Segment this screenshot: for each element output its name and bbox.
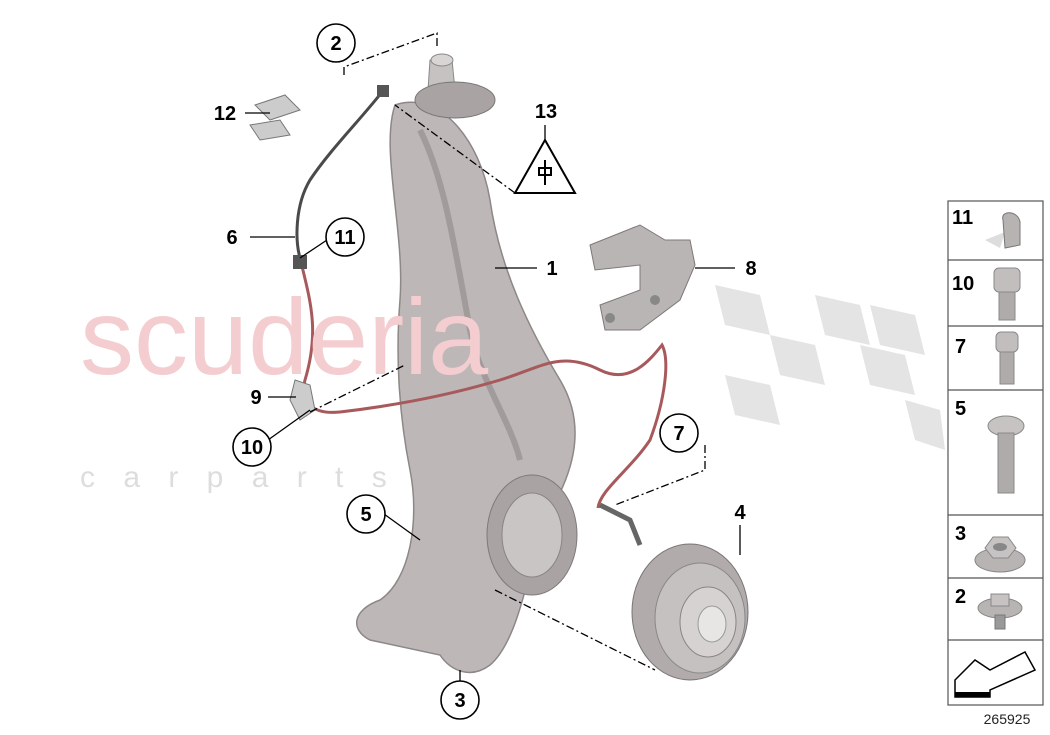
collar-bolt-icon bbox=[977, 593, 1023, 630]
callout-7[interactable]: 7 bbox=[659, 413, 699, 453]
panel-row-11[interactable]: 11 bbox=[952, 207, 1021, 249]
torx-bolt-icon bbox=[987, 415, 1025, 494]
panel-row-7[interactable]: 7 bbox=[955, 331, 1019, 385]
callout-6[interactable]: 6 bbox=[226, 227, 237, 249]
panel-row-10[interactable]: 10 bbox=[952, 267, 1021, 321]
watermark: scuderia c a r p a r t s bbox=[80, 276, 489, 494]
bracket bbox=[589, 224, 696, 331]
svg-text:11: 11 bbox=[952, 207, 973, 229]
svg-text:10: 10 bbox=[952, 273, 974, 295]
watermark-carparts: c a r p a r t s bbox=[80, 461, 397, 494]
flange-nut-icon bbox=[974, 536, 1026, 573]
socket-bolt-icon bbox=[995, 331, 1019, 385]
callout-13[interactable]: 13 bbox=[535, 101, 557, 123]
callout-10[interactable]: 10 bbox=[232, 427, 272, 467]
steering-knuckle bbox=[355, 101, 578, 674]
panel-row-3[interactable]: 3 bbox=[955, 523, 1026, 573]
warning-triangle-icon bbox=[513, 137, 577, 194]
callout-12[interactable]: 12 bbox=[214, 103, 236, 125]
clip-12 bbox=[249, 94, 301, 141]
svg-text:3: 3 bbox=[454, 690, 465, 712]
svg-text:2: 2 bbox=[330, 33, 341, 55]
callout-4[interactable]: 4 bbox=[734, 502, 746, 524]
clip-icon bbox=[985, 212, 1021, 249]
socket-bolt-icon bbox=[993, 267, 1021, 321]
parts-panel: 11 10 7 5 3 2 bbox=[947, 200, 1044, 706]
svg-text:3: 3 bbox=[955, 523, 966, 545]
wheel-hub bbox=[631, 543, 749, 681]
ball-joint bbox=[414, 53, 496, 119]
watermark-checker bbox=[715, 285, 945, 450]
abs-sensor-cable bbox=[293, 85, 668, 546]
callout-3[interactable]: 3 bbox=[440, 680, 480, 720]
callout-1[interactable]: 1 bbox=[546, 258, 557, 280]
callout-11[interactable]: 11 bbox=[325, 217, 365, 257]
svg-text:2: 2 bbox=[955, 586, 966, 608]
svg-text:11: 11 bbox=[334, 227, 355, 249]
svg-text:7: 7 bbox=[673, 423, 684, 445]
callout-2[interactable]: 2 bbox=[316, 23, 356, 63]
svg-text:5: 5 bbox=[360, 504, 371, 526]
callout-9[interactable]: 9 bbox=[250, 387, 261, 409]
svg-text:5: 5 bbox=[955, 398, 966, 420]
drawing-number: 265925 bbox=[984, 711, 1031, 727]
svg-text:10: 10 bbox=[241, 437, 263, 459]
panel-row-5[interactable]: 5 bbox=[955, 398, 1025, 494]
callout-8[interactable]: 8 bbox=[745, 258, 756, 280]
callout-5[interactable]: 5 bbox=[346, 494, 386, 534]
panel-row-2[interactable]: 2 bbox=[955, 586, 1023, 630]
watermark-scuderia: scuderia bbox=[80, 276, 489, 397]
svg-text:7: 7 bbox=[955, 336, 966, 358]
direction-arrow-icon bbox=[954, 651, 1037, 698]
